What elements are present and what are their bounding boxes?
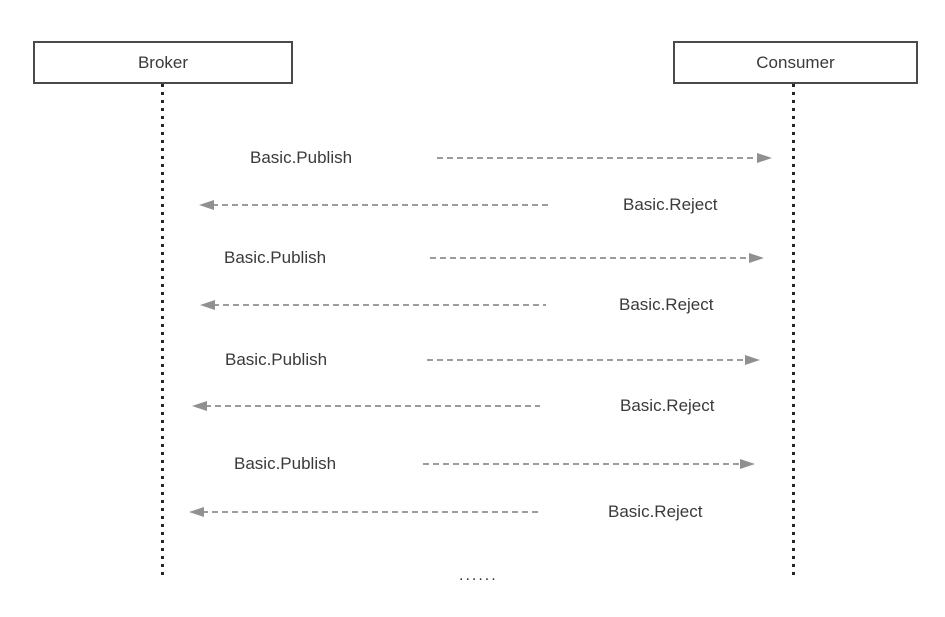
actor-label-consumer: Consumer <box>756 52 835 72</box>
message-label: Basic.Reject <box>620 396 715 415</box>
message-label: Basic.Publish <box>224 248 327 267</box>
continuation-ellipsis: ...... <box>459 567 498 584</box>
actor-box-consumer: Consumer <box>673 41 918 84</box>
message-label: Basic.Reject <box>608 502 703 521</box>
message-label: Basic.Reject <box>623 195 718 214</box>
message-label: Basic.Publish <box>234 454 337 473</box>
message-label: Basic.Publish <box>250 148 353 167</box>
message-label: Basic.Reject <box>619 295 714 314</box>
actor-label-broker: Broker <box>137 52 189 72</box>
consumer-lifeline <box>792 84 795 577</box>
actor-box-broker: Broker <box>33 41 293 84</box>
broker-lifeline <box>161 84 164 577</box>
message-label: Basic.Publish <box>225 350 328 369</box>
